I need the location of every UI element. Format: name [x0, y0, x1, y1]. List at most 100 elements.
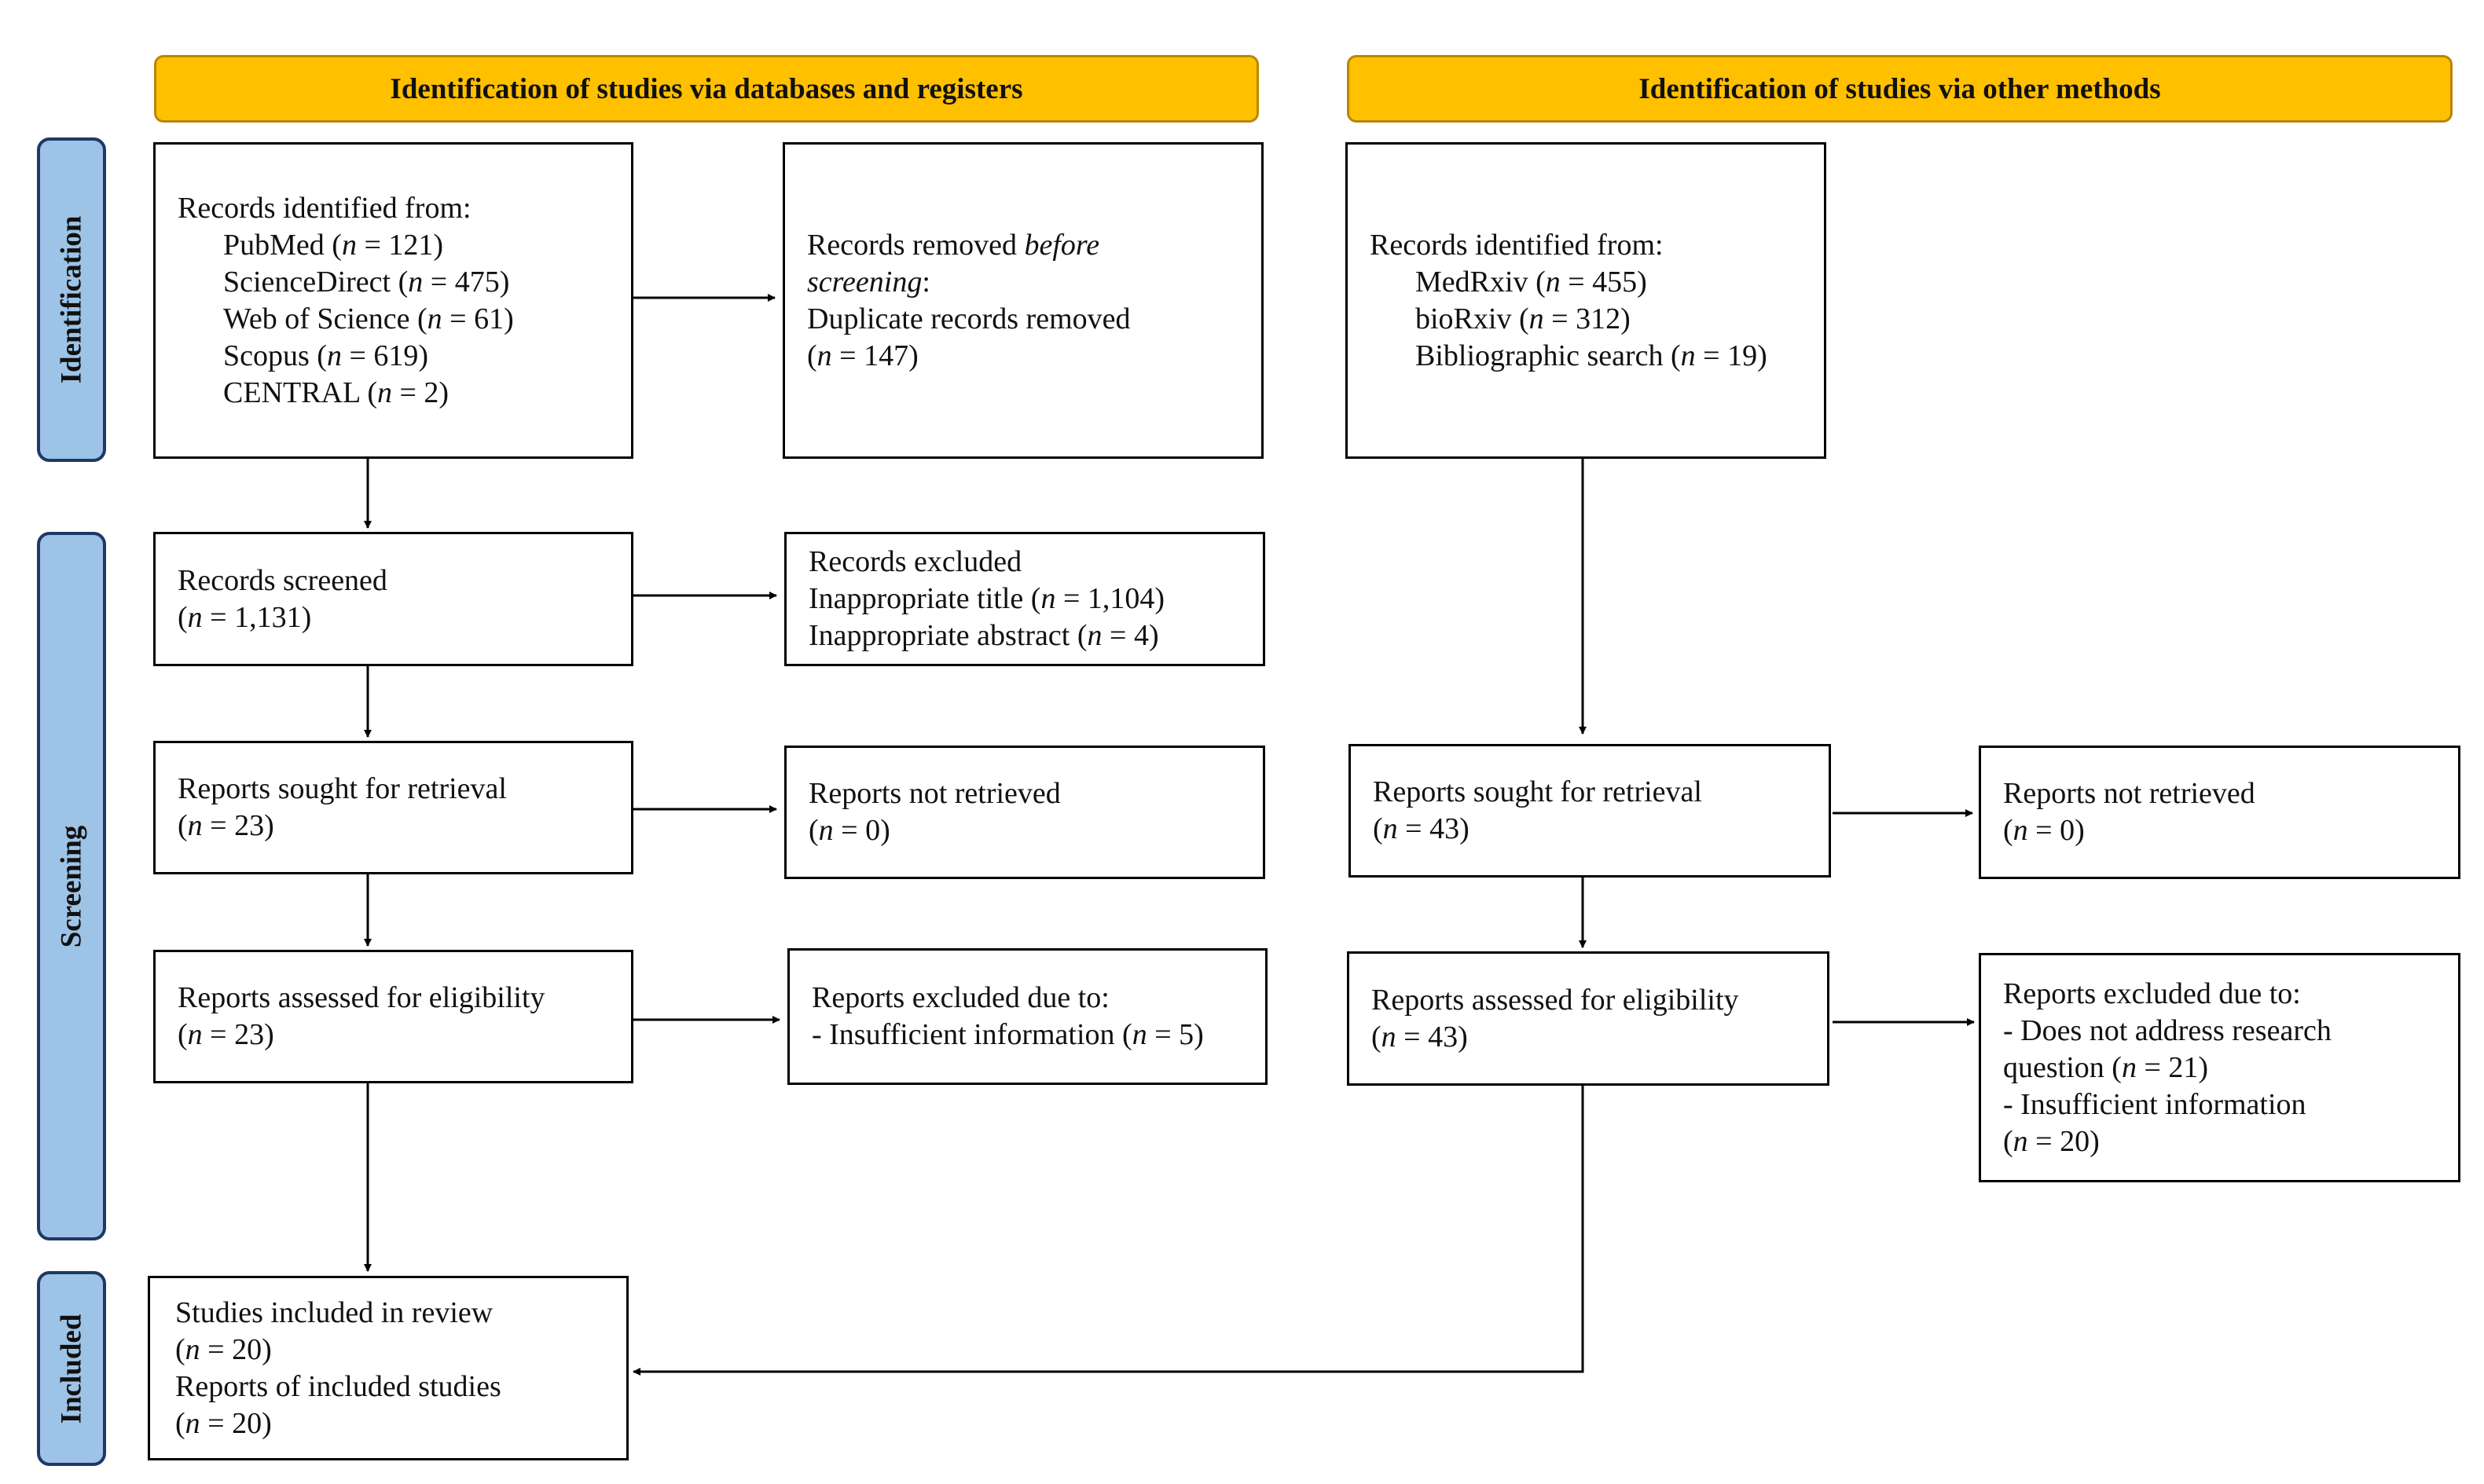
- box-reports-sought: Reports sought for retrieval (n = 23): [153, 741, 633, 874]
- box-other-reports-sought: Reports sought for retrieval (n = 43): [1348, 744, 1831, 878]
- source-name: ScienceDirect: [223, 265, 391, 299]
- box-studies-included: Studies included in review (n = 20) Repo…: [148, 1276, 629, 1460]
- box-other-reports-assessed: Reports assessed for eligibility (n = 43…: [1347, 951, 1829, 1086]
- removed-text: Records removed: [807, 228, 1017, 262]
- excluded-reason: - Insufficient information: [812, 1018, 1115, 1051]
- removed-line2: screening:: [807, 265, 930, 299]
- other-excluded-count2: (n = 20): [2003, 1124, 2100, 1158]
- not-retrieved-label: Reports not retrieved: [809, 777, 1061, 810]
- n-symbol: n: [2121, 1050, 2137, 1084]
- n-symbol: n: [2013, 814, 2028, 847]
- excluded-reason: Inappropriate abstract: [809, 619, 1070, 652]
- banner-other-label: Identification of studies via other meth…: [1638, 72, 2161, 105]
- sought-label: Reports sought for retrieval: [178, 772, 507, 805]
- removed-italic: screening: [807, 265, 923, 299]
- included-count1: (n = 20): [175, 1332, 272, 1366]
- excluded-item: Inappropriate title (n = 1,104): [809, 582, 1165, 615]
- count-value: 1,104: [1087, 582, 1155, 615]
- n-symbol: n: [1040, 582, 1056, 615]
- other-assessed-label: Reports assessed for eligibility: [1371, 983, 1739, 1017]
- source-line: PubMed (n = 121): [223, 228, 444, 262]
- source-name: CENTRAL: [223, 376, 360, 409]
- source-line: Web of Science (n = 61): [223, 302, 514, 335]
- count-value: 21: [2168, 1050, 2199, 1084]
- source-line: Scopus (n = 619): [223, 339, 429, 372]
- count-value: 20: [232, 1406, 262, 1440]
- excluded-item: Inappropriate abstract (n = 4): [809, 619, 1159, 652]
- n-symbol: n: [1381, 1020, 1396, 1053]
- box-reports-not-retrieved: Reports not retrieved (n = 0): [784, 746, 1265, 879]
- n-symbol: n: [408, 265, 424, 299]
- screened-count: (n = 1,131): [178, 600, 312, 634]
- source-line: Bibliographic search (n = 19): [1415, 339, 1767, 372]
- n-symbol: n: [1545, 265, 1561, 299]
- n-symbol: n: [1528, 302, 1544, 335]
- count-value: 23: [234, 1018, 265, 1051]
- included-line1: Studies included in review: [175, 1295, 493, 1329]
- count-value: 43: [1429, 812, 1460, 845]
- other-not-retrieved-count: (n = 0): [2003, 814, 2085, 847]
- assessed-label: Reports assessed for eligibility: [178, 981, 545, 1014]
- box-records-removed: Records removed before screening: Duplic…: [783, 142, 1264, 459]
- phase-screening: Screening: [37, 532, 106, 1240]
- source-name: Scopus: [223, 339, 310, 372]
- banner-databases-label: Identification of studies via databases …: [390, 72, 1023, 105]
- source-name: bioRxiv: [1415, 302, 1512, 335]
- included-count2: (n = 20): [175, 1406, 272, 1440]
- source-count: 19: [1727, 339, 1758, 372]
- n-symbol: n: [185, 1406, 200, 1440]
- source-count: 61: [474, 302, 505, 335]
- n-symbol: n: [1132, 1018, 1147, 1051]
- count-value: 147: [864, 339, 909, 372]
- n-symbol: n: [816, 339, 832, 372]
- n-symbol: n: [187, 1018, 203, 1051]
- banner-other-methods: Identification of studies via other meth…: [1347, 55, 2453, 123]
- n-symbol: n: [818, 814, 834, 847]
- box-other-reports-excluded: Reports excluded due to: - Does not addr…: [1979, 953, 2460, 1182]
- removed-line3: Duplicate records removed: [807, 302, 1131, 335]
- other-excluded-item2: - Insufficient information: [2003, 1087, 2306, 1121]
- count-value: 0: [2060, 814, 2075, 847]
- sought-count: (n = 23): [178, 809, 274, 842]
- box-other-not-retrieved: Reports not retrieved (n = 0): [1979, 746, 2460, 879]
- source-line: ScienceDirect (n = 475): [223, 265, 510, 299]
- screened-label: Records screened: [178, 563, 387, 597]
- box-reports-excluded: Reports excluded due to: - Insufficient …: [787, 948, 1268, 1085]
- source-count: 121: [388, 228, 434, 262]
- source-count: 455: [1592, 265, 1638, 299]
- banner-databases: Identification of studies via databases …: [154, 55, 1259, 123]
- count-value: 43: [1428, 1020, 1458, 1053]
- source-line: CENTRAL (n = 2): [223, 376, 449, 409]
- source-line: MedRxiv (n = 455): [1415, 265, 1647, 299]
- other-excluded-item1a: - Does not address research: [2003, 1013, 2332, 1047]
- source-name: MedRxiv: [1415, 265, 1528, 299]
- box-reports-assessed: Reports assessed for eligibility (n = 23…: [153, 950, 633, 1083]
- box-records-identified-other: Records identified from: MedRxiv (n = 45…: [1345, 142, 1826, 459]
- n-symbol: n: [427, 302, 442, 335]
- included-line2: Reports of included studies: [175, 1369, 501, 1403]
- other-sought-label: Reports sought for retrieval: [1373, 775, 1702, 808]
- assessed-count: (n = 23): [178, 1018, 274, 1051]
- n-symbol: n: [187, 809, 203, 842]
- count-value: 5: [1179, 1018, 1194, 1051]
- n-symbol: n: [376, 376, 392, 409]
- source-count: 2: [424, 376, 439, 409]
- removed-count: (n = 147): [807, 339, 919, 372]
- box-records-excluded: Records excluded Inappropriate title (n …: [784, 532, 1265, 666]
- excluded-reason: question: [2003, 1050, 2104, 1084]
- other-sought-count: (n = 43): [1373, 812, 1469, 845]
- count-value: 20: [2060, 1124, 2090, 1158]
- source-line: bioRxiv (n = 312): [1415, 302, 1631, 335]
- source-name: Bibliographic search: [1415, 339, 1664, 372]
- count-value: 20: [232, 1332, 262, 1366]
- count-value: 1,131: [234, 600, 302, 634]
- excluded-reason: Inappropriate title: [809, 582, 1024, 615]
- other-assessed-count: (n = 43): [1371, 1020, 1468, 1053]
- source-name: Web of Science: [223, 302, 410, 335]
- n-symbol: n: [341, 228, 357, 262]
- phase-included: Included: [37, 1271, 106, 1466]
- n-symbol: n: [1382, 812, 1398, 845]
- source-count: 475: [454, 265, 500, 299]
- count-value: 23: [234, 809, 265, 842]
